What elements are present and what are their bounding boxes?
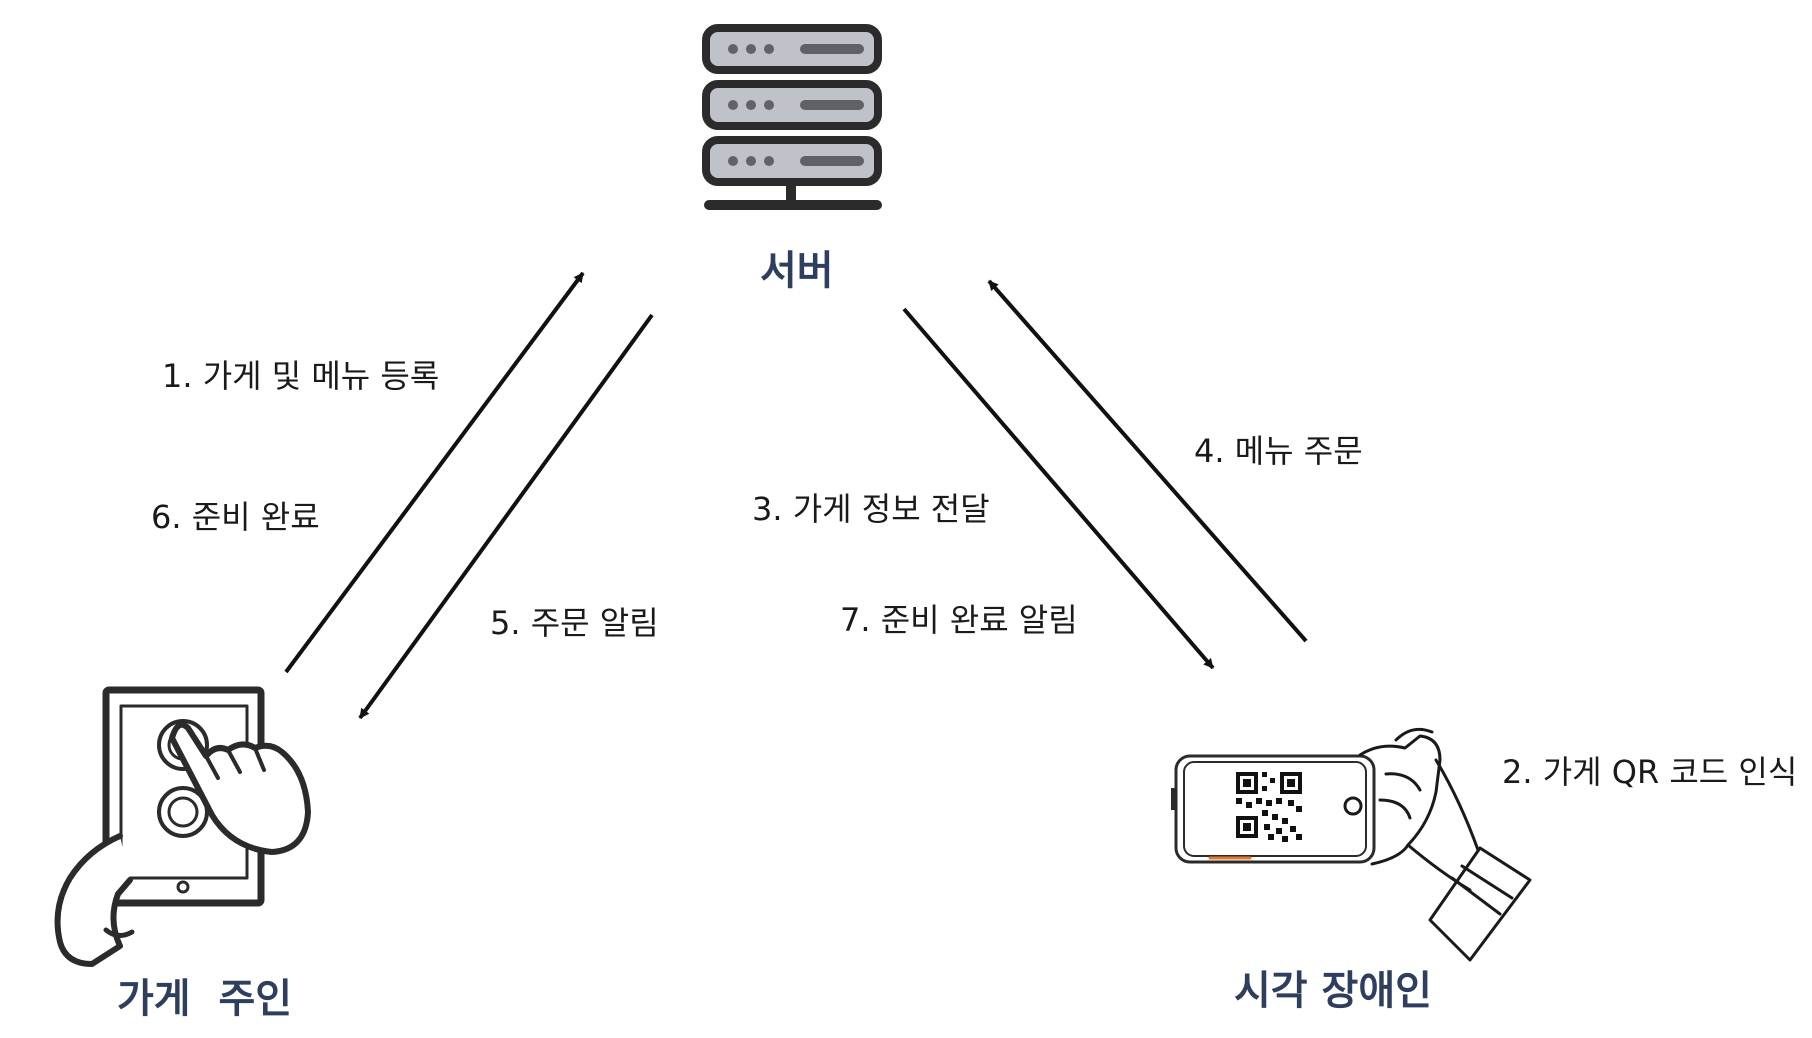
step-3-label: 3. 가게 정보 전달 — [752, 490, 990, 528]
step-7-label: 7. 준비 완료 알림 — [840, 601, 1078, 639]
step-4-label: 4. 메뉴 주문 — [1194, 432, 1363, 470]
qr-code-icon — [1236, 772, 1302, 842]
arrow-server-to-owner — [358, 313, 654, 720]
arrow-server-to-user — [902, 307, 1215, 670]
tablet-touch-icon — [54, 686, 311, 967]
step-6-label: 6. 준비 완료 — [151, 498, 320, 536]
server-icon — [702, 24, 882, 210]
phone-qr-scan-icon — [1171, 727, 1532, 962]
step-1-label: 1. 가게 및 메뉴 등록 — [162, 357, 440, 395]
step-5-label: 5. 주문 알림 — [490, 604, 659, 642]
visually-impaired-label: 시각 장애인 — [1234, 968, 1432, 1014]
step-2-label: 2. 가게 QR 코드 인식 — [1502, 753, 1798, 791]
arrow-user-to-server — [987, 279, 1308, 643]
server-label: 서버 — [760, 248, 834, 294]
flow-arrows — [284, 271, 1308, 720]
arrow-owner-to-server — [284, 271, 585, 674]
store-owner-label: 가게 주인 — [117, 976, 293, 1022]
